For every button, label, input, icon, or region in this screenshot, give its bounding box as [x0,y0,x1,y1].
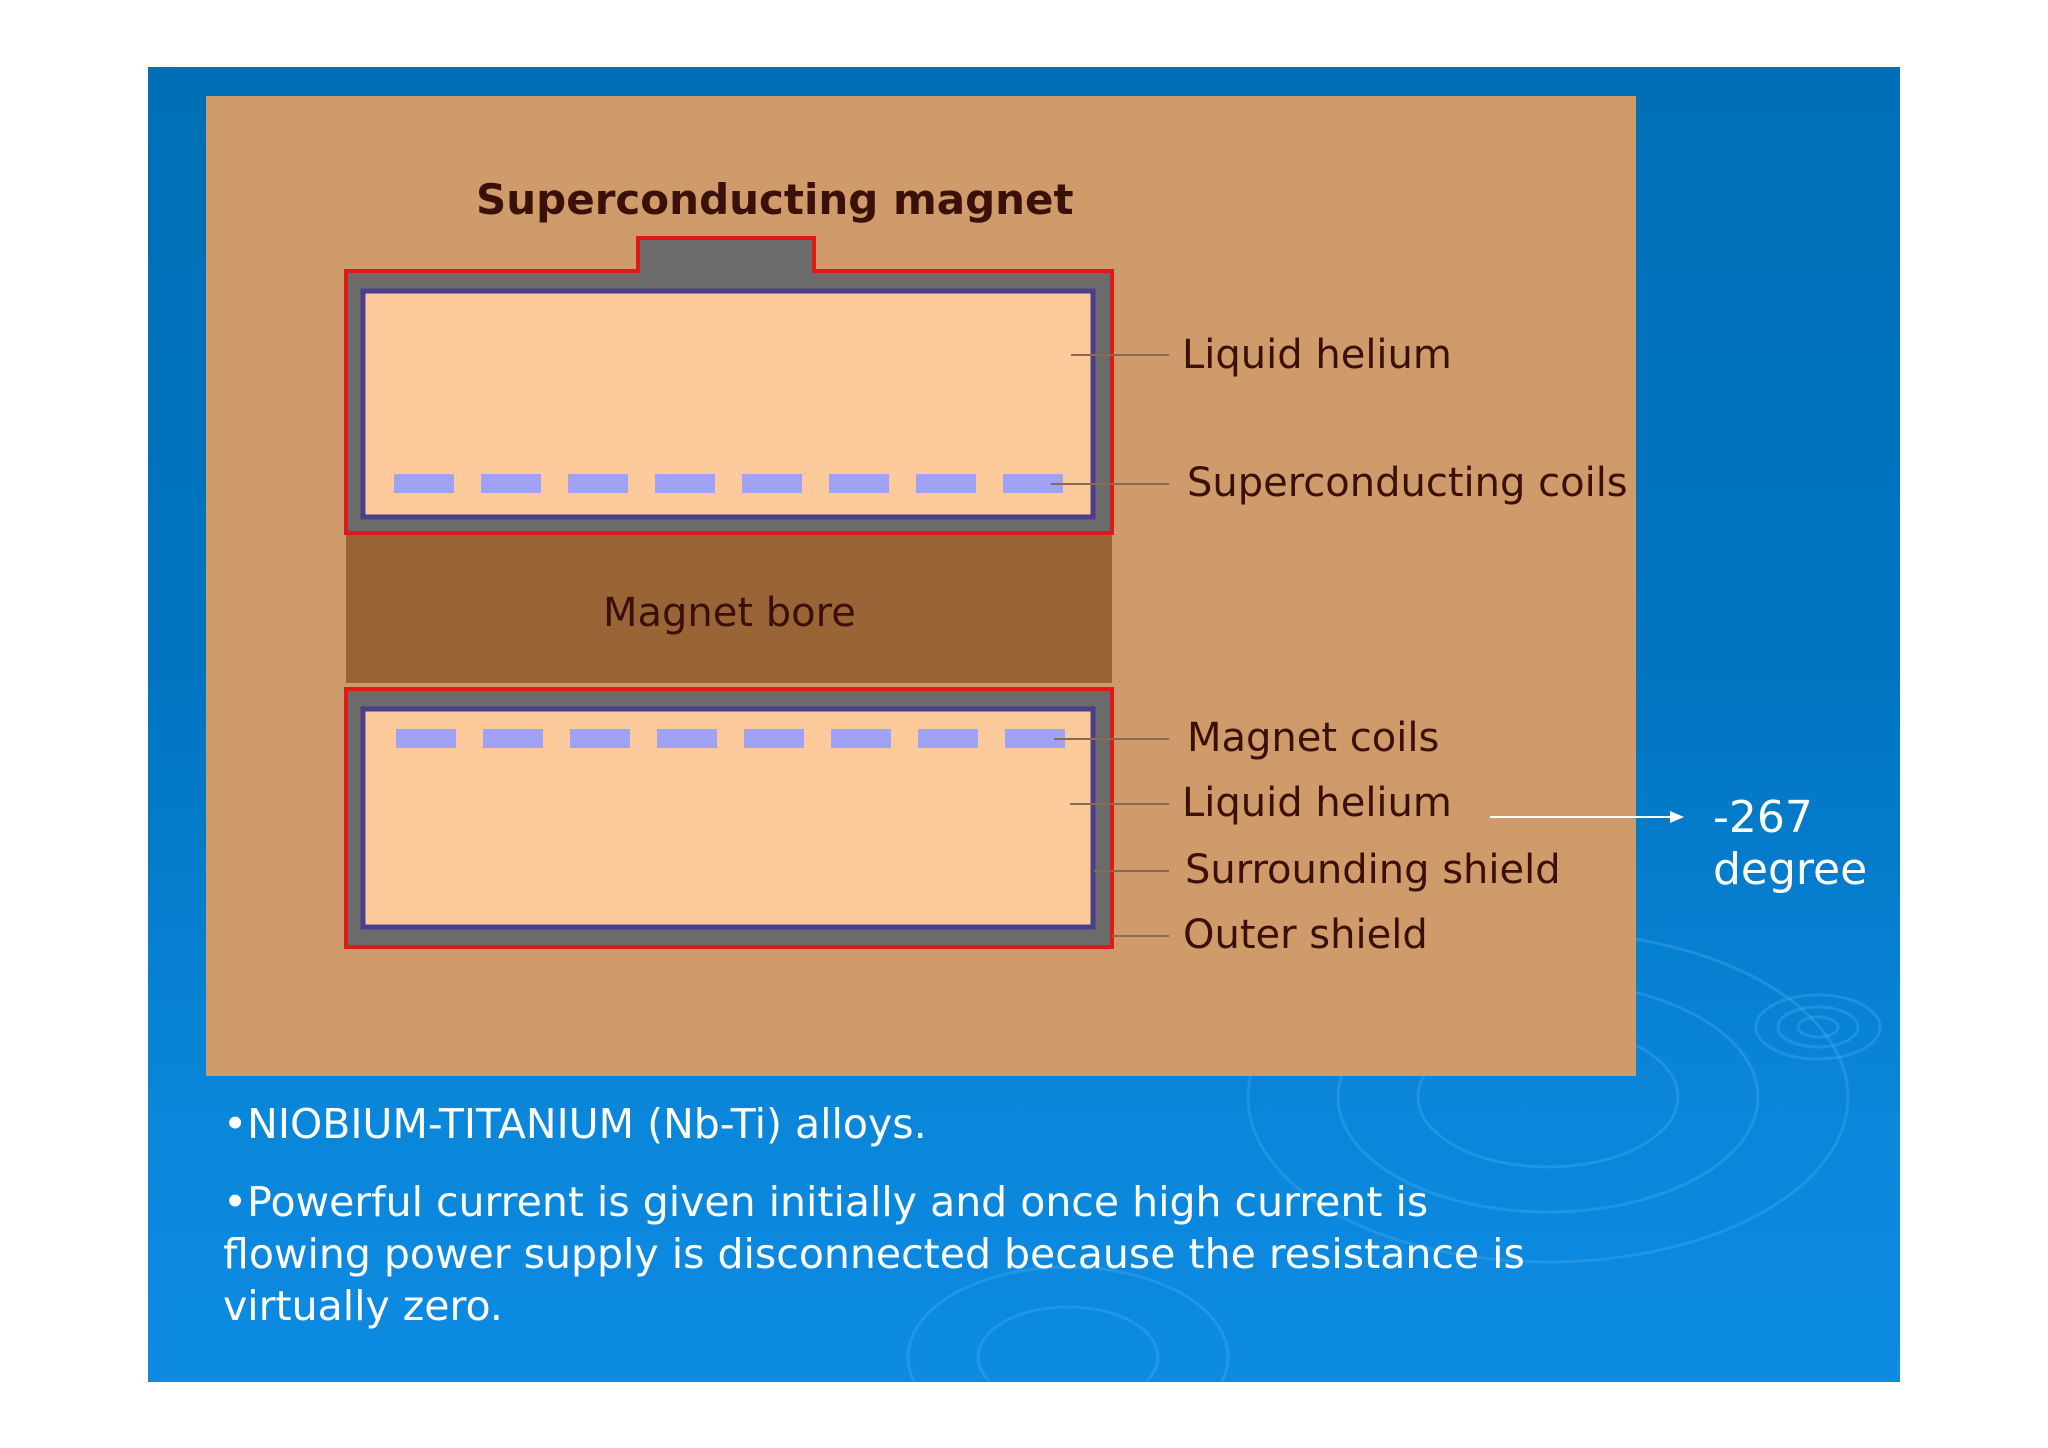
coil-segment [829,474,889,493]
lower-cryostat [344,687,1114,949]
temperature-value: -267 [1713,792,1813,843]
coil-segment [568,474,628,493]
coil-segment [742,474,802,493]
coil-segment [831,729,891,748]
bullet-list: •NIOBIUM-TITANIUM (Nb-Ti) alloys. •Power… [223,1098,1643,1358]
magnet-diagram: Superconducting magnet Magnet bore [344,175,1628,958]
coil-segment [570,729,630,748]
bullet-item-alloys: •NIOBIUM-TITANIUM (Nb-Ti) alloys. [223,1100,927,1148]
magnet-coils-bottom [396,729,1065,748]
callout-outer-shield: Outer shield [1183,912,1428,958]
coil-segment [394,474,454,493]
coil-segment [1005,729,1065,748]
magnet-bore [346,535,1112,683]
coil-segment [918,729,978,748]
superconducting-coils-top [394,474,1063,493]
coil-segment [481,474,541,493]
coil-segment [483,729,543,748]
temperature-note: -267 degree [1713,792,1900,896]
coil-segment [1003,474,1063,493]
temperature-arrow [1490,811,1684,823]
upper-cryostat [344,236,1114,535]
callout-magnet-coils: Magnet coils [1187,715,1439,761]
callout-liquid-helium-bottom: Liquid helium [1182,780,1452,826]
liquid-helium-top-chamber [360,288,1096,520]
coil-segment [396,729,456,748]
callout-liquid-helium-top: Liquid helium [1182,332,1452,378]
temperature-unit: degree [1713,844,1868,895]
coil-segment [655,474,715,493]
slide: Superconducting magnet Magnet bore [148,67,1900,1382]
coil-segment [916,474,976,493]
bullet-item-current: •Powerful current is given initially and… [223,1178,1525,1330]
coil-segment [744,729,804,748]
coil-segment [657,729,717,748]
callout-surrounding-shield: Surrounding shield [1185,847,1561,893]
liquid-helium-bottom-chamber [360,706,1096,930]
diagram-title: Superconducting magnet [476,175,1074,224]
magnet-diagram-panel: Superconducting magnet Magnet bore [206,96,1636,1076]
magnet-bore-label: Magnet bore [603,590,856,636]
callout-superconducting-coils: Superconducting coils [1187,460,1628,506]
